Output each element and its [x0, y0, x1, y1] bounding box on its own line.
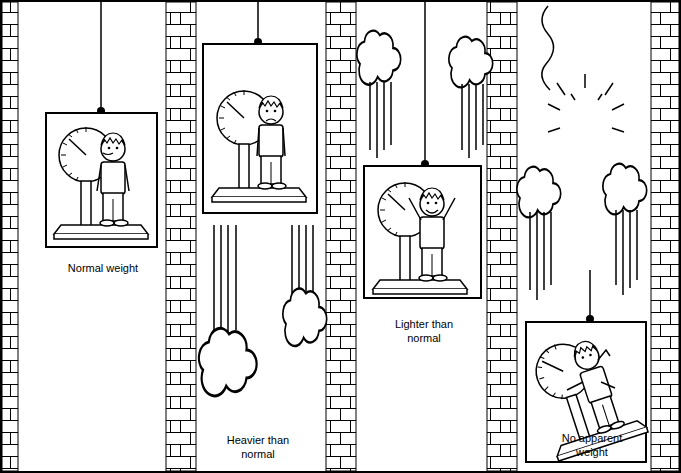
boy-on-scale [373, 182, 467, 294]
snap-burst [548, 74, 624, 132]
caption: Lighter than normal [386, 317, 462, 345]
elevator-free-fall [517, 6, 648, 462]
brick-wall [166, 2, 196, 471]
exhaust-cloud [517, 167, 561, 218]
elevator-car [203, 44, 317, 213]
cable [424, 2, 426, 163]
arms [97, 165, 129, 191]
exhaust-cloud [449, 37, 493, 88]
exhaust-cloud [283, 289, 327, 346]
elevator-normal [46, 2, 157, 247]
elevator-lighter [357, 2, 493, 298]
elevator-car [46, 113, 157, 247]
mouth [426, 210, 438, 213]
elevator-heavier [199, 2, 327, 396]
caption: Heavier than normal [220, 433, 296, 461]
exhaust-lines [370, 82, 483, 158]
brick-wall [651, 2, 679, 471]
cable [257, 2, 259, 40]
caption: No apparent weight [554, 431, 630, 459]
flailing-limbs [567, 350, 615, 390]
brick-wall [2, 2, 18, 471]
elevator-car [364, 166, 481, 298]
boy-on-scale [54, 127, 148, 239]
arms [409, 198, 455, 220]
broken-cable [542, 6, 554, 90]
boy-on-scale [212, 90, 306, 202]
caption: Normal weight [48, 261, 158, 275]
cable [100, 2, 102, 110]
exhaust-cloud [199, 328, 257, 396]
mouth [103, 153, 113, 155]
brick-wall [326, 2, 356, 471]
cable [589, 270, 591, 317]
exhaust-cloud [603, 164, 647, 215]
exhaust-lines [530, 210, 637, 300]
brick-wall [487, 2, 517, 471]
floating-boy-on-scale [524, 325, 648, 461]
exhaust-cloud [357, 31, 401, 85]
mouth [266, 119, 276, 121]
arms [257, 128, 285, 156]
